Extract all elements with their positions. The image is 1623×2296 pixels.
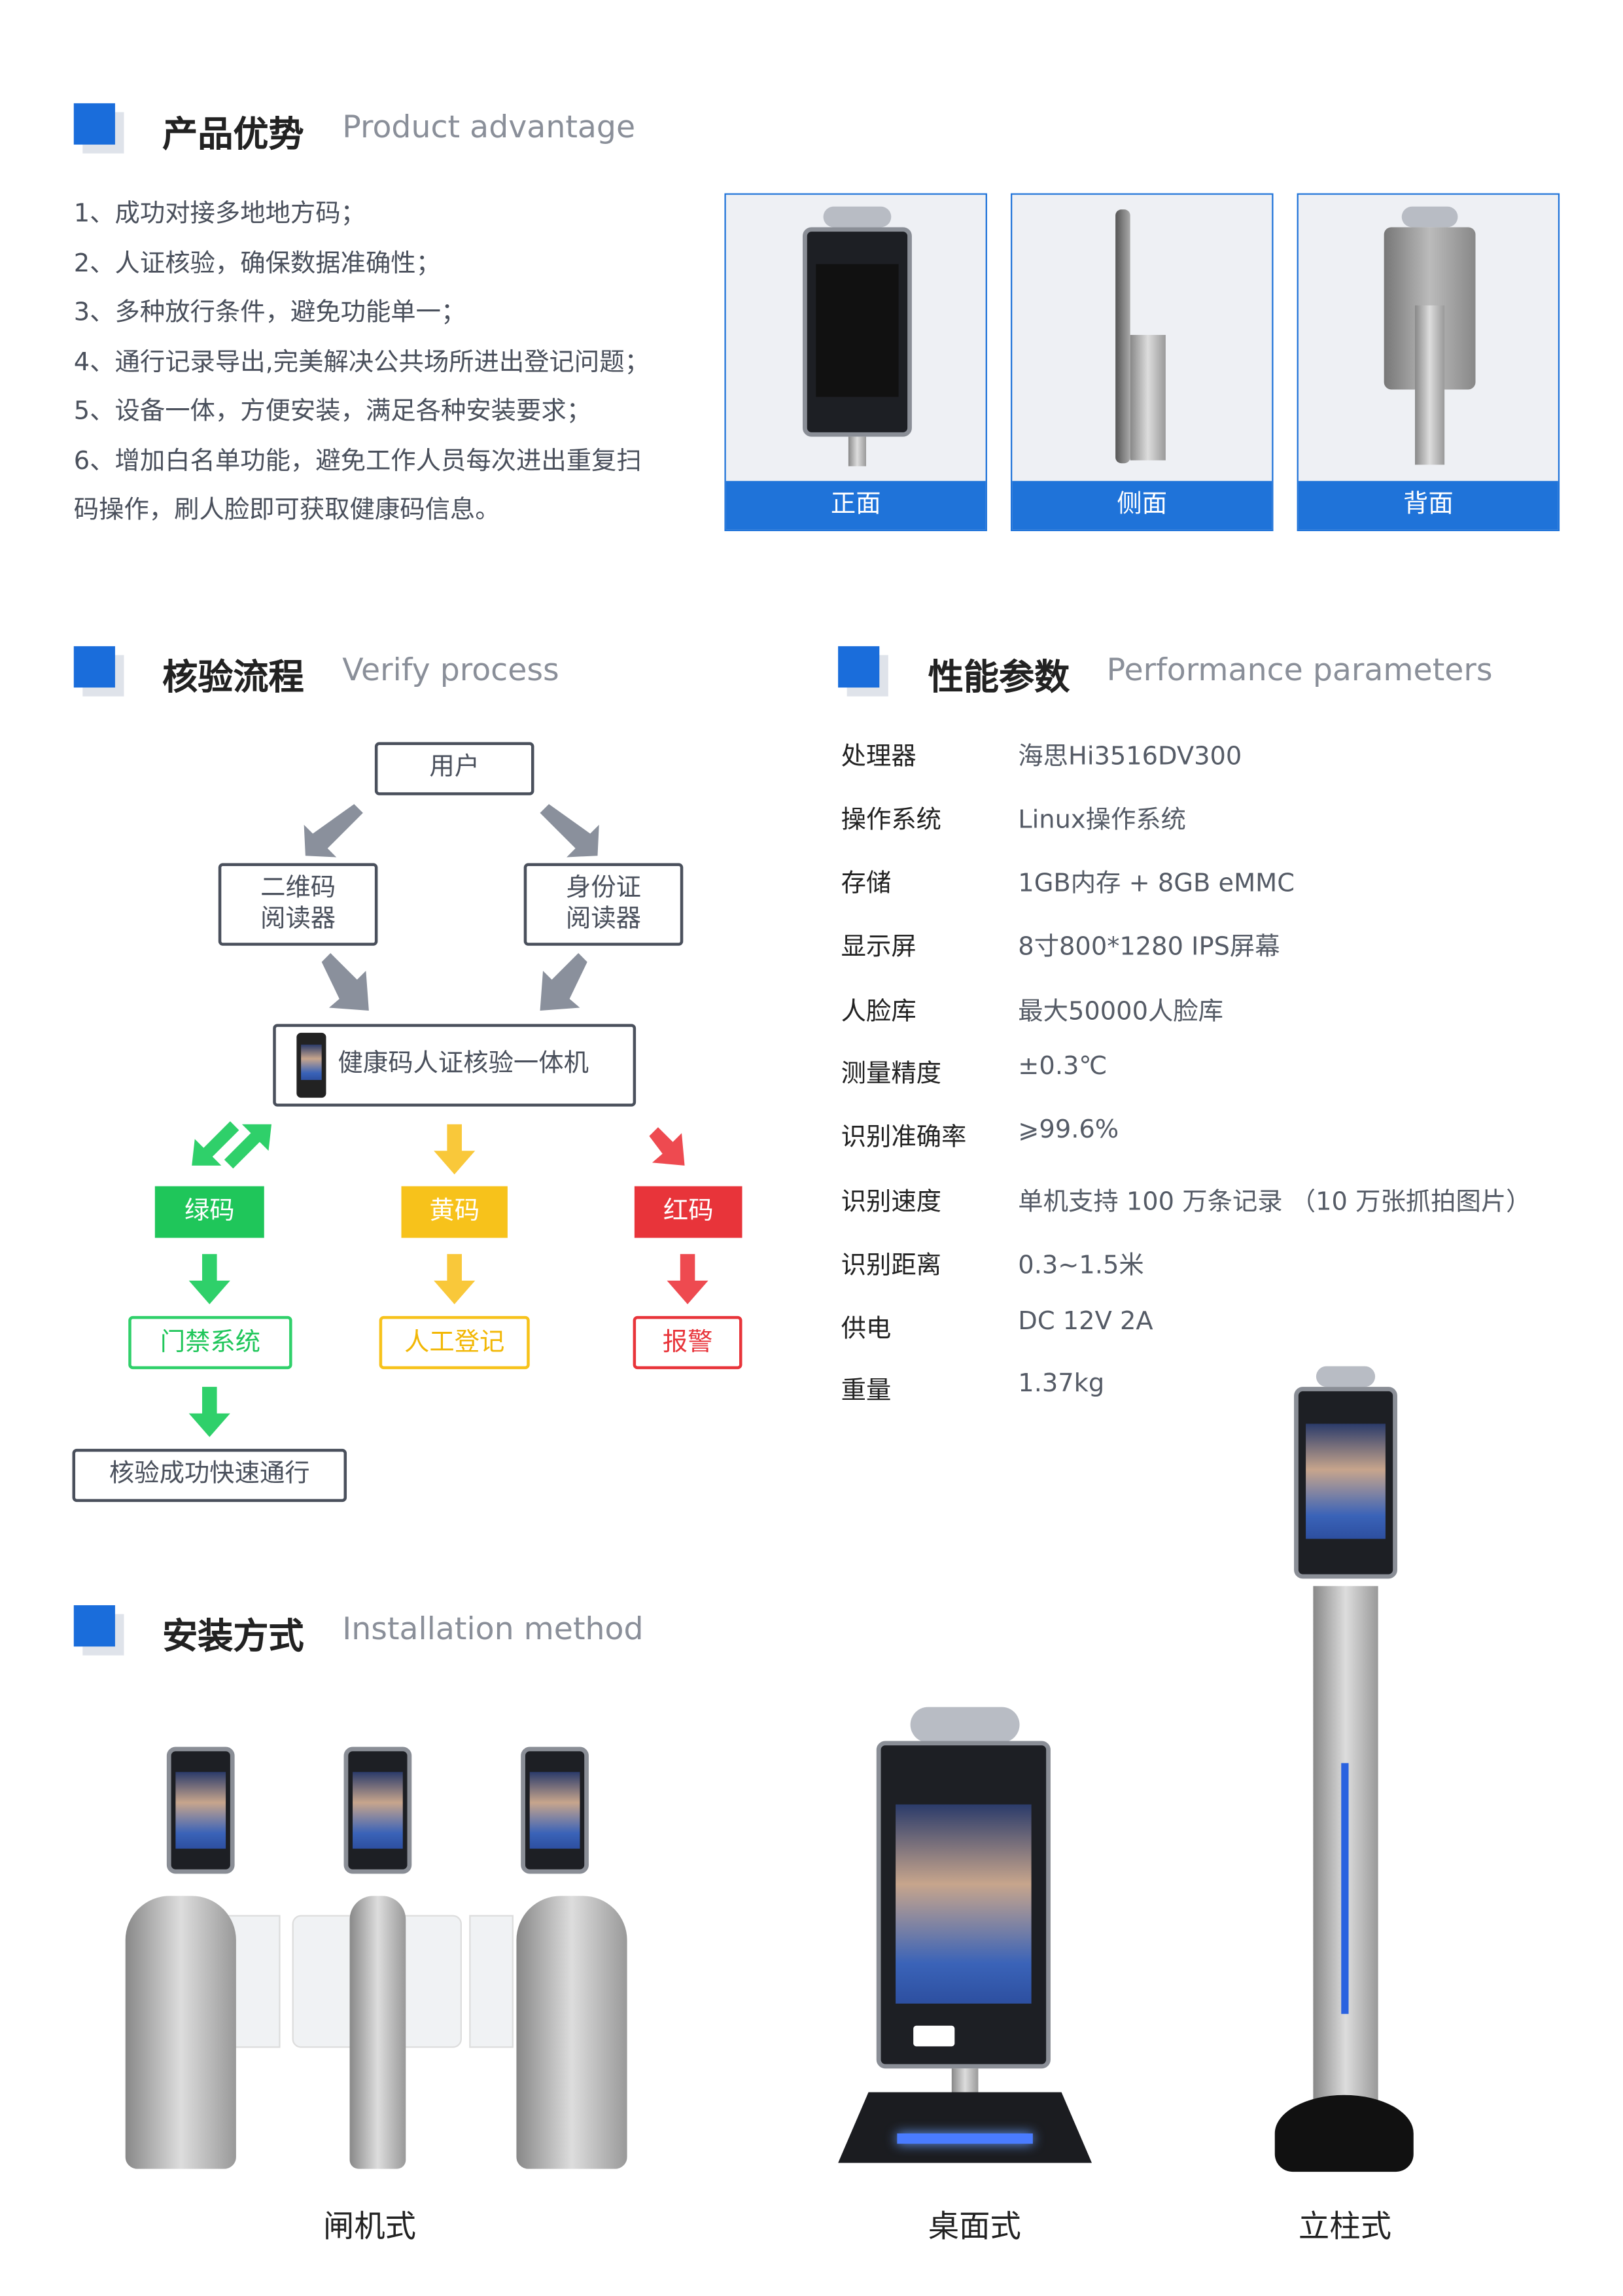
param-label: 处理器	[841, 742, 916, 772]
install-caption: 闸机式	[323, 2208, 417, 2244]
flow-user: 用户	[374, 742, 534, 795]
pillar-device-image	[1294, 1387, 1397, 1579]
view-label: 背面	[1298, 481, 1558, 530]
param-value: 0.3~1.5米	[1018, 1251, 1144, 1281]
param-value: ⩾99.6%	[1018, 1115, 1119, 1145]
param-value: DC 12V 2A	[1018, 1307, 1153, 1337]
arrow-icon	[192, 1121, 239, 1166]
front-view-card: 正面	[724, 193, 987, 531]
section-marker	[838, 646, 888, 697]
section-marker	[73, 1605, 124, 1656]
param-label: 识别准确率	[841, 1122, 967, 1153]
param-label: 操作系统	[841, 805, 942, 835]
param-value: 最大50000人脸库	[1018, 997, 1224, 1027]
red-code-tag: 红码	[634, 1186, 742, 1238]
flow-qr-reader: 二维码 阅读器	[218, 863, 378, 946]
advantage-item: 1、成功对接多地地方码；	[73, 199, 366, 229]
yellow-code-tag: 黄码	[401, 1186, 508, 1238]
manual-register-box: 人工登记	[379, 1315, 530, 1370]
arrow-icon	[649, 1127, 685, 1166]
section-marker	[73, 646, 124, 697]
param-label: 存储	[841, 869, 892, 899]
section-title: 安装方式	[162, 1615, 304, 1657]
camera-module	[1316, 1366, 1376, 1387]
device-front-image	[802, 227, 912, 437]
camera-module	[823, 206, 892, 228]
flow-device-label: 健康码人证核验一体机	[338, 1049, 589, 1079]
section-title: 产品优势	[162, 113, 304, 155]
arrow-icon	[188, 1387, 230, 1437]
arrow-icon	[321, 953, 369, 1011]
param-value: 单机支持 100 万条记录 （10 万张抓拍图片）	[1018, 1187, 1531, 1217]
arrow-icon	[667, 1254, 708, 1304]
section-subtitle: Installation method	[342, 1611, 644, 1647]
param-value: 1.37kg	[1018, 1369, 1105, 1399]
param-value: 8寸800*1280 IPS屏幕	[1018, 932, 1280, 962]
section-marker	[73, 103, 124, 154]
install-caption: 立柱式	[1298, 2208, 1391, 2244]
param-label: 显示屏	[841, 932, 916, 962]
arrow-icon	[540, 804, 599, 858]
param-label: 供电	[841, 1314, 892, 1344]
device-side-image	[1115, 209, 1130, 464]
access-system-box: 门禁系统	[128, 1315, 292, 1370]
section-title: 性能参数	[928, 656, 1070, 698]
param-label: 人脸库	[841, 997, 916, 1027]
advantage-item: 2、人证核验，确保数据准确性；	[73, 249, 442, 279]
section-subtitle: Performance parameters	[1106, 652, 1493, 688]
view-label: 正面	[725, 481, 986, 530]
param-label: 测量精度	[841, 1059, 942, 1089]
advantage-item: 5、设备一体，方便安装，满足各种安装要求；	[73, 396, 592, 426]
advantage-item: 码操作，刷人脸即可获取健康码信息。	[73, 495, 500, 525]
param-label: 识别距离	[841, 1251, 942, 1281]
param-value: Linux操作系统	[1018, 805, 1186, 835]
alarm-box: 报警	[633, 1315, 742, 1370]
arrow-icon	[224, 1124, 272, 1169]
arrow-icon	[304, 804, 363, 858]
advantage-item: 4、通行记录导出,完美解决公共场所进出登记问题；	[73, 348, 650, 378]
flow-id-reader: 身份证 阅读器	[523, 863, 684, 946]
install-caption: 桌面式	[928, 2208, 1021, 2244]
pillar-pole	[1313, 1586, 1378, 2132]
flow-success: 核验成功快速通行	[72, 1448, 347, 1503]
pillar-base	[1274, 2095, 1414, 2172]
section-subtitle: Product advantage	[342, 109, 636, 145]
section-subtitle: Verify process	[342, 652, 559, 688]
view-label: 侧面	[1012, 481, 1272, 530]
back-view-card: 背面	[1297, 193, 1560, 531]
advantage-item: 3、多种放行条件，避免功能单一；	[73, 298, 466, 328]
flow-device: 健康码人证核验一体机	[273, 1024, 637, 1107]
param-label: 识别速度	[841, 1187, 942, 1217]
param-value: ±0.3℃	[1018, 1052, 1108, 1082]
advantage-item: 6、增加白名单功能，避免工作人员每次进出重复扫	[73, 447, 642, 477]
flow-arrows	[188, 804, 708, 1437]
side-view-card: 侧面	[1011, 193, 1274, 531]
arrow-icon	[540, 953, 587, 1011]
arrow-icon	[434, 1124, 476, 1175]
param-value: 1GB内存 + 8GB eMMC	[1018, 869, 1295, 899]
param-value: 海思Hi3516DV300	[1018, 742, 1242, 772]
green-code-tag: 绿码	[154, 1186, 264, 1238]
arrow-icon	[188, 1254, 230, 1304]
param-label: 重量	[841, 1376, 892, 1406]
arrow-icon	[434, 1254, 476, 1304]
section-title: 核验流程	[162, 656, 304, 698]
device-icon	[296, 1032, 326, 1098]
